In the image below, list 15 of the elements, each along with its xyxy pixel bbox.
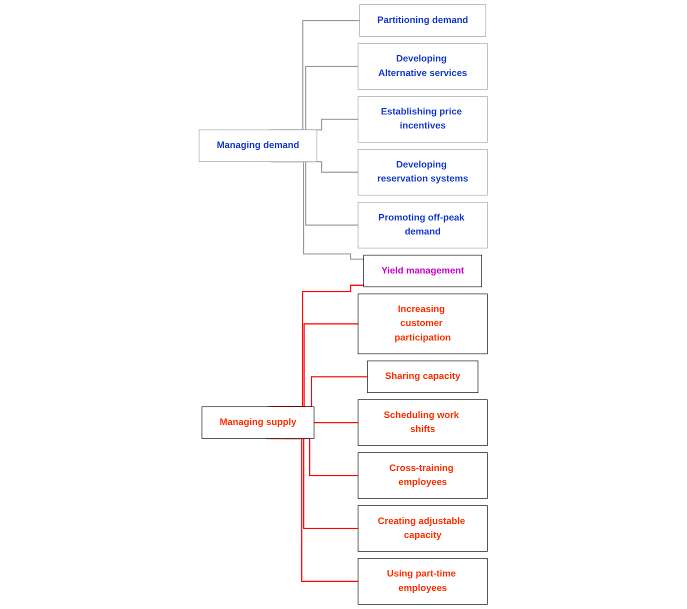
node-box: Developing Alternative services xyxy=(358,43,488,90)
node-box: Managing demand xyxy=(199,130,318,162)
connector xyxy=(314,422,358,424)
node-box: Establishing price incentives xyxy=(358,96,488,143)
node-box: Scheduling work shifts xyxy=(358,399,488,446)
node-box: Yield management xyxy=(364,254,482,288)
node-box: Increasing customer participation xyxy=(358,294,488,354)
node-box: Sharing capacity xyxy=(367,360,479,393)
node-box: Creating adjustable capacity xyxy=(358,505,488,552)
node-box: Managing supply xyxy=(202,406,315,439)
node-box: Promoting off-peak demand xyxy=(358,202,488,248)
node-box: Using part-time employees xyxy=(358,558,488,605)
node-box: Partitioning demand xyxy=(360,4,486,37)
node-box: Developing reservation systems xyxy=(358,149,488,196)
node-box: Cross-training employees xyxy=(358,452,488,499)
